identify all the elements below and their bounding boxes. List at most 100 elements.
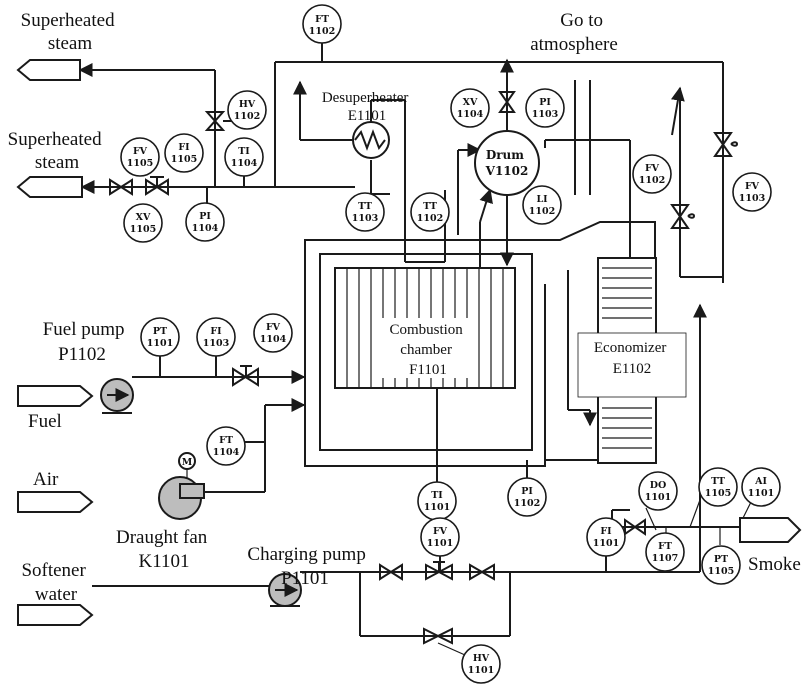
air-label: Air: [33, 469, 59, 490]
do1101-damper: [624, 518, 646, 536]
desuperheater-label-2: E1101: [348, 108, 387, 124]
draught-fan-label-2: K1101: [138, 551, 189, 572]
fv1105-valve: [145, 178, 169, 196]
economizer-label-2: E1102: [613, 361, 652, 377]
charging-pump-label-1: Charging pump: [247, 544, 365, 565]
fuel-terminal: [17, 385, 94, 407]
fv1104-valve: [232, 367, 259, 387]
drum-v1102: Drum V1102: [474, 130, 540, 196]
softener-water-label-2: water: [35, 584, 78, 605]
superheated-steam-1-terminal: [16, 59, 81, 81]
water-valve-1: [379, 563, 403, 581]
hv1102-valve: [204, 111, 226, 131]
fv1102-valve: [670, 204, 690, 229]
fuel-pump-label-1: Fuel pump: [43, 319, 125, 340]
charging-pump-label-2: P1101: [281, 568, 329, 589]
drum-label-1: Drum: [486, 148, 524, 162]
svg-text:Combustion chamber: Combustion chamber F1101: [389, 322, 466, 378]
xv1105-valve: [109, 178, 133, 196]
motor-label: M: [182, 457, 193, 468]
fuel-pump-label-2: P1102: [58, 344, 106, 365]
svg-text:Economizer E1102: Economizer E1102: [594, 340, 670, 377]
svg-text:Go to atmosphere: Go to atmosphere: [530, 10, 618, 55]
superheated-steam-2-label-1: Superheated: [8, 129, 102, 150]
draught-fan-k1101: M: [158, 452, 205, 520]
economizer-coils: [602, 267, 652, 449]
svg-text:Superheated steam: Superheated steam: [8, 129, 107, 173]
svg-text:Desuperheater E1101: Desuperheater E1101: [322, 90, 412, 124]
xv1104-valve: [498, 91, 516, 113]
valves: [109, 91, 738, 645]
softener-water-terminal: [17, 604, 94, 626]
go-to-atmosphere-label-2: atmosphere: [530, 34, 618, 55]
superheated-steam-1-label-2: steam: [48, 33, 93, 54]
desuperheater-label-1: Desuperheater: [322, 90, 409, 106]
superheated-steam-1-label-1: Superheated: [21, 10, 115, 31]
combustion-chamber-label-1: Combustion: [389, 322, 463, 338]
fv1103-valve: [713, 132, 733, 157]
svg-text:Softener water: Softener water: [21, 560, 90, 605]
svg-text:Drum V1102: Drum V1102: [485, 148, 529, 178]
smoke-terminal: [739, 517, 802, 543]
draught-fan-label-1: Draught fan: [116, 527, 208, 548]
smoke-label: Smoke: [748, 554, 801, 575]
hv1101-valve: [423, 627, 453, 645]
superheated-steam-2-label-2: steam: [35, 152, 80, 173]
combustion-chamber-label-2: chamber: [400, 342, 452, 358]
desuperheater: Desuperheater E1101: [322, 90, 412, 159]
svg-text:Superheated steam: Superheated steam: [21, 10, 120, 54]
stream-labels: Superheated steam Superheated steam Go t…: [8, 10, 801, 605]
piping: [78, 37, 753, 637]
softener-water-label-1: Softener: [21, 560, 86, 581]
svg-text:Fuel pump P1102: Fuel pump P1102: [43, 319, 130, 365]
fuel-label: Fuel: [28, 411, 62, 432]
terminals: [16, 59, 802, 626]
